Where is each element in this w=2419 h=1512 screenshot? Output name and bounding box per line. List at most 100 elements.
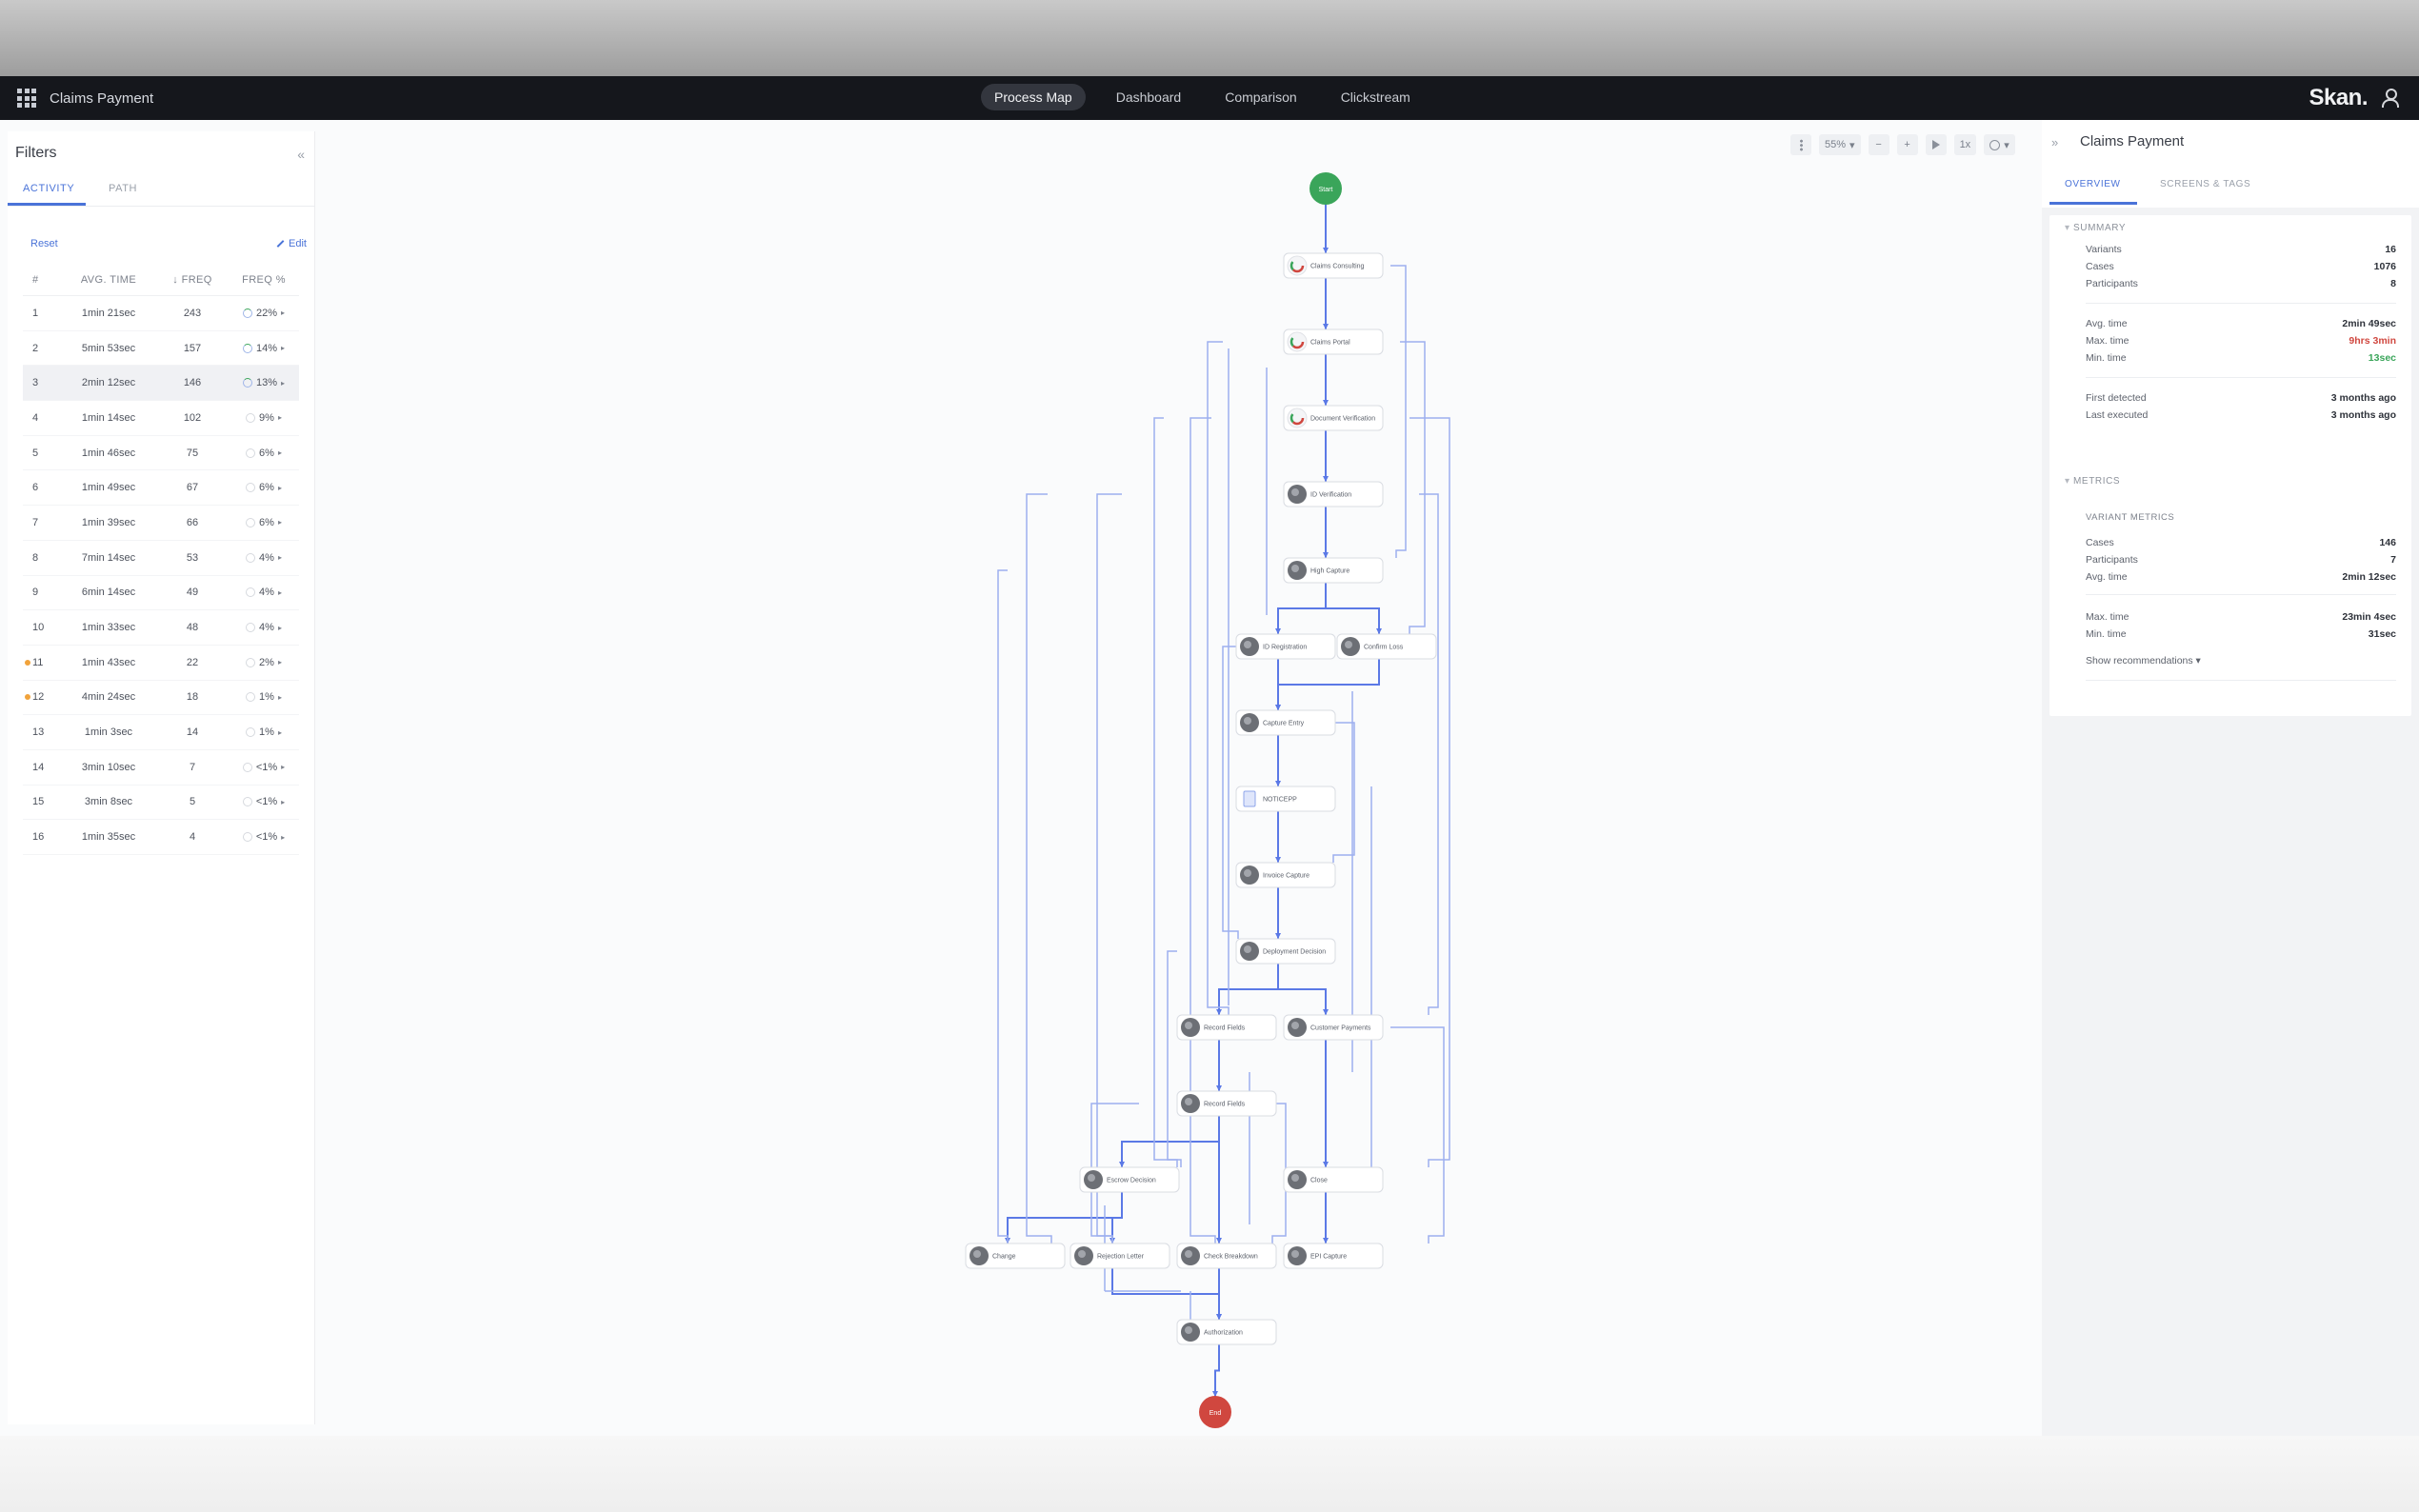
edit-link[interactable]: Edit [276,238,307,249]
expand-panel-icon[interactable]: » [2051,135,2059,149]
row-number-text: 12 [32,691,45,704]
zoom-out-button[interactable]: − [1868,134,1889,155]
reset-link[interactable]: Reset [30,238,58,249]
process-node[interactable]: Document Verification [1283,405,1384,431]
tab-activity[interactable]: ACTIVITY [23,183,75,194]
row-avg-time: 1min 46sec [81,447,136,459]
node-label: Customer Payments [1310,1025,1371,1032]
process-node[interactable]: Authorization [1176,1319,1277,1345]
process-node[interactable]: ID Verification [1283,481,1384,507]
stat-value: 8 [2390,278,2396,289]
process-node[interactable]: Claims Portal [1283,328,1384,355]
process-node[interactable]: Invoice Capture [1235,862,1336,888]
node-card [1235,862,1336,888]
caret-right-icon: ▸ [277,623,282,632]
tab-process-map[interactable]: Process Map [981,84,1086,110]
process-node[interactable]: ID Registration [1235,633,1336,660]
process-node[interactable]: Deployment Decision [1235,938,1336,965]
zoom-in-button[interactable]: + [1896,134,1918,155]
edge-line [1277,583,1327,634]
zoom-select[interactable]: 55% ▾ [1819,134,1861,155]
edge-line [1277,659,1380,710]
tab-comparison[interactable]: Comparison [1225,90,1297,105]
process-node[interactable]: High Capture [1283,557,1384,584]
process-node[interactable]: Rejection Letter [1070,1243,1170,1269]
row-pct-text: 22% [255,307,277,319]
node-card [1283,1243,1384,1269]
node-label: ID Verification [1310,492,1351,499]
row-avg-time: 1min 39sec [81,516,136,528]
process-node[interactable]: Escrow Decision [1079,1166,1180,1193]
tab-overview[interactable]: OVERVIEW [2065,179,2121,189]
process-node[interactable]: Record Fields [1176,1090,1277,1117]
caret-right-icon: ▸ [277,483,282,492]
progress-ring-icon [242,832,252,843]
tab-dashboard[interactable]: Dashboard [1115,90,1182,105]
stat-label: Participants [2086,278,2138,289]
layout-menu-button[interactable] [1790,134,1811,155]
node-card [1283,328,1384,355]
row-number-text: 5 [32,447,39,459]
tab-clickstream[interactable]: Clickstream [1340,90,1410,105]
stat-label: Participants [2086,554,2138,566]
pencil-icon [276,240,285,248]
edge-line [997,569,1009,1243]
process-node[interactable]: Check Breakdown [1176,1243,1277,1269]
process-node[interactable]: Capture Entry [1235,709,1336,736]
row-pct-text: 13% [255,377,277,389]
progress-ring-icon [242,378,252,388]
row-freq-pct: 2%▸ [229,657,299,668]
user-icon[interactable] [2381,89,2399,108]
col-avg-time[interactable]: AVG. TIME [80,274,137,286]
collapse-panel-icon[interactable]: « [297,147,305,162]
process-node[interactable]: EPI Capture [1283,1243,1384,1269]
edge-line [1409,417,1450,1167]
process-node[interactable]: Record Fields [1176,1014,1277,1041]
process-node[interactable]: NOTICEPP [1235,786,1336,812]
row-number: 4 [23,412,61,424]
arrow-head-icon [1323,1238,1329,1243]
speed-button[interactable]: 1x [1953,134,1977,155]
row-pct-text: 6% [259,516,274,528]
node-card [1176,1014,1277,1041]
row-number: 7 [23,517,61,528]
tab-path[interactable]: PATH [109,183,138,194]
end-node[interactable]: End [1199,1396,1231,1428]
nav-tabs: Process Map Dashboard Comparison Clickst… [981,84,1424,110]
process-node[interactable]: Customer Payments [1283,1014,1384,1041]
node-label: Record Fields [1204,1025,1246,1032]
start-node[interactable]: Start [1309,172,1342,205]
play-button[interactable] [1925,134,1947,155]
col-freq-pct[interactable]: FREQ % [242,274,286,286]
summary-heading[interactable]: SUMMARY [2065,223,2126,233]
metric-select[interactable]: ▾ [1984,134,2015,155]
process-node[interactable]: Change [965,1243,1066,1269]
col-freq[interactable]: ↓ FREQ [172,274,212,286]
tab-screens-tags[interactable]: SCREENS & TAGS [2160,179,2251,189]
app-grid-icon[interactable] [17,89,36,108]
process-node[interactable]: Confirm Loss [1336,633,1437,660]
process-node[interactable]: Claims Consulting [1283,252,1384,279]
process-node[interactable]: Close [1283,1166,1384,1193]
metrics-heading[interactable]: METRICS [2065,476,2120,487]
show-recommendations-link[interactable]: Show recommendations ▾ [2086,655,2201,666]
